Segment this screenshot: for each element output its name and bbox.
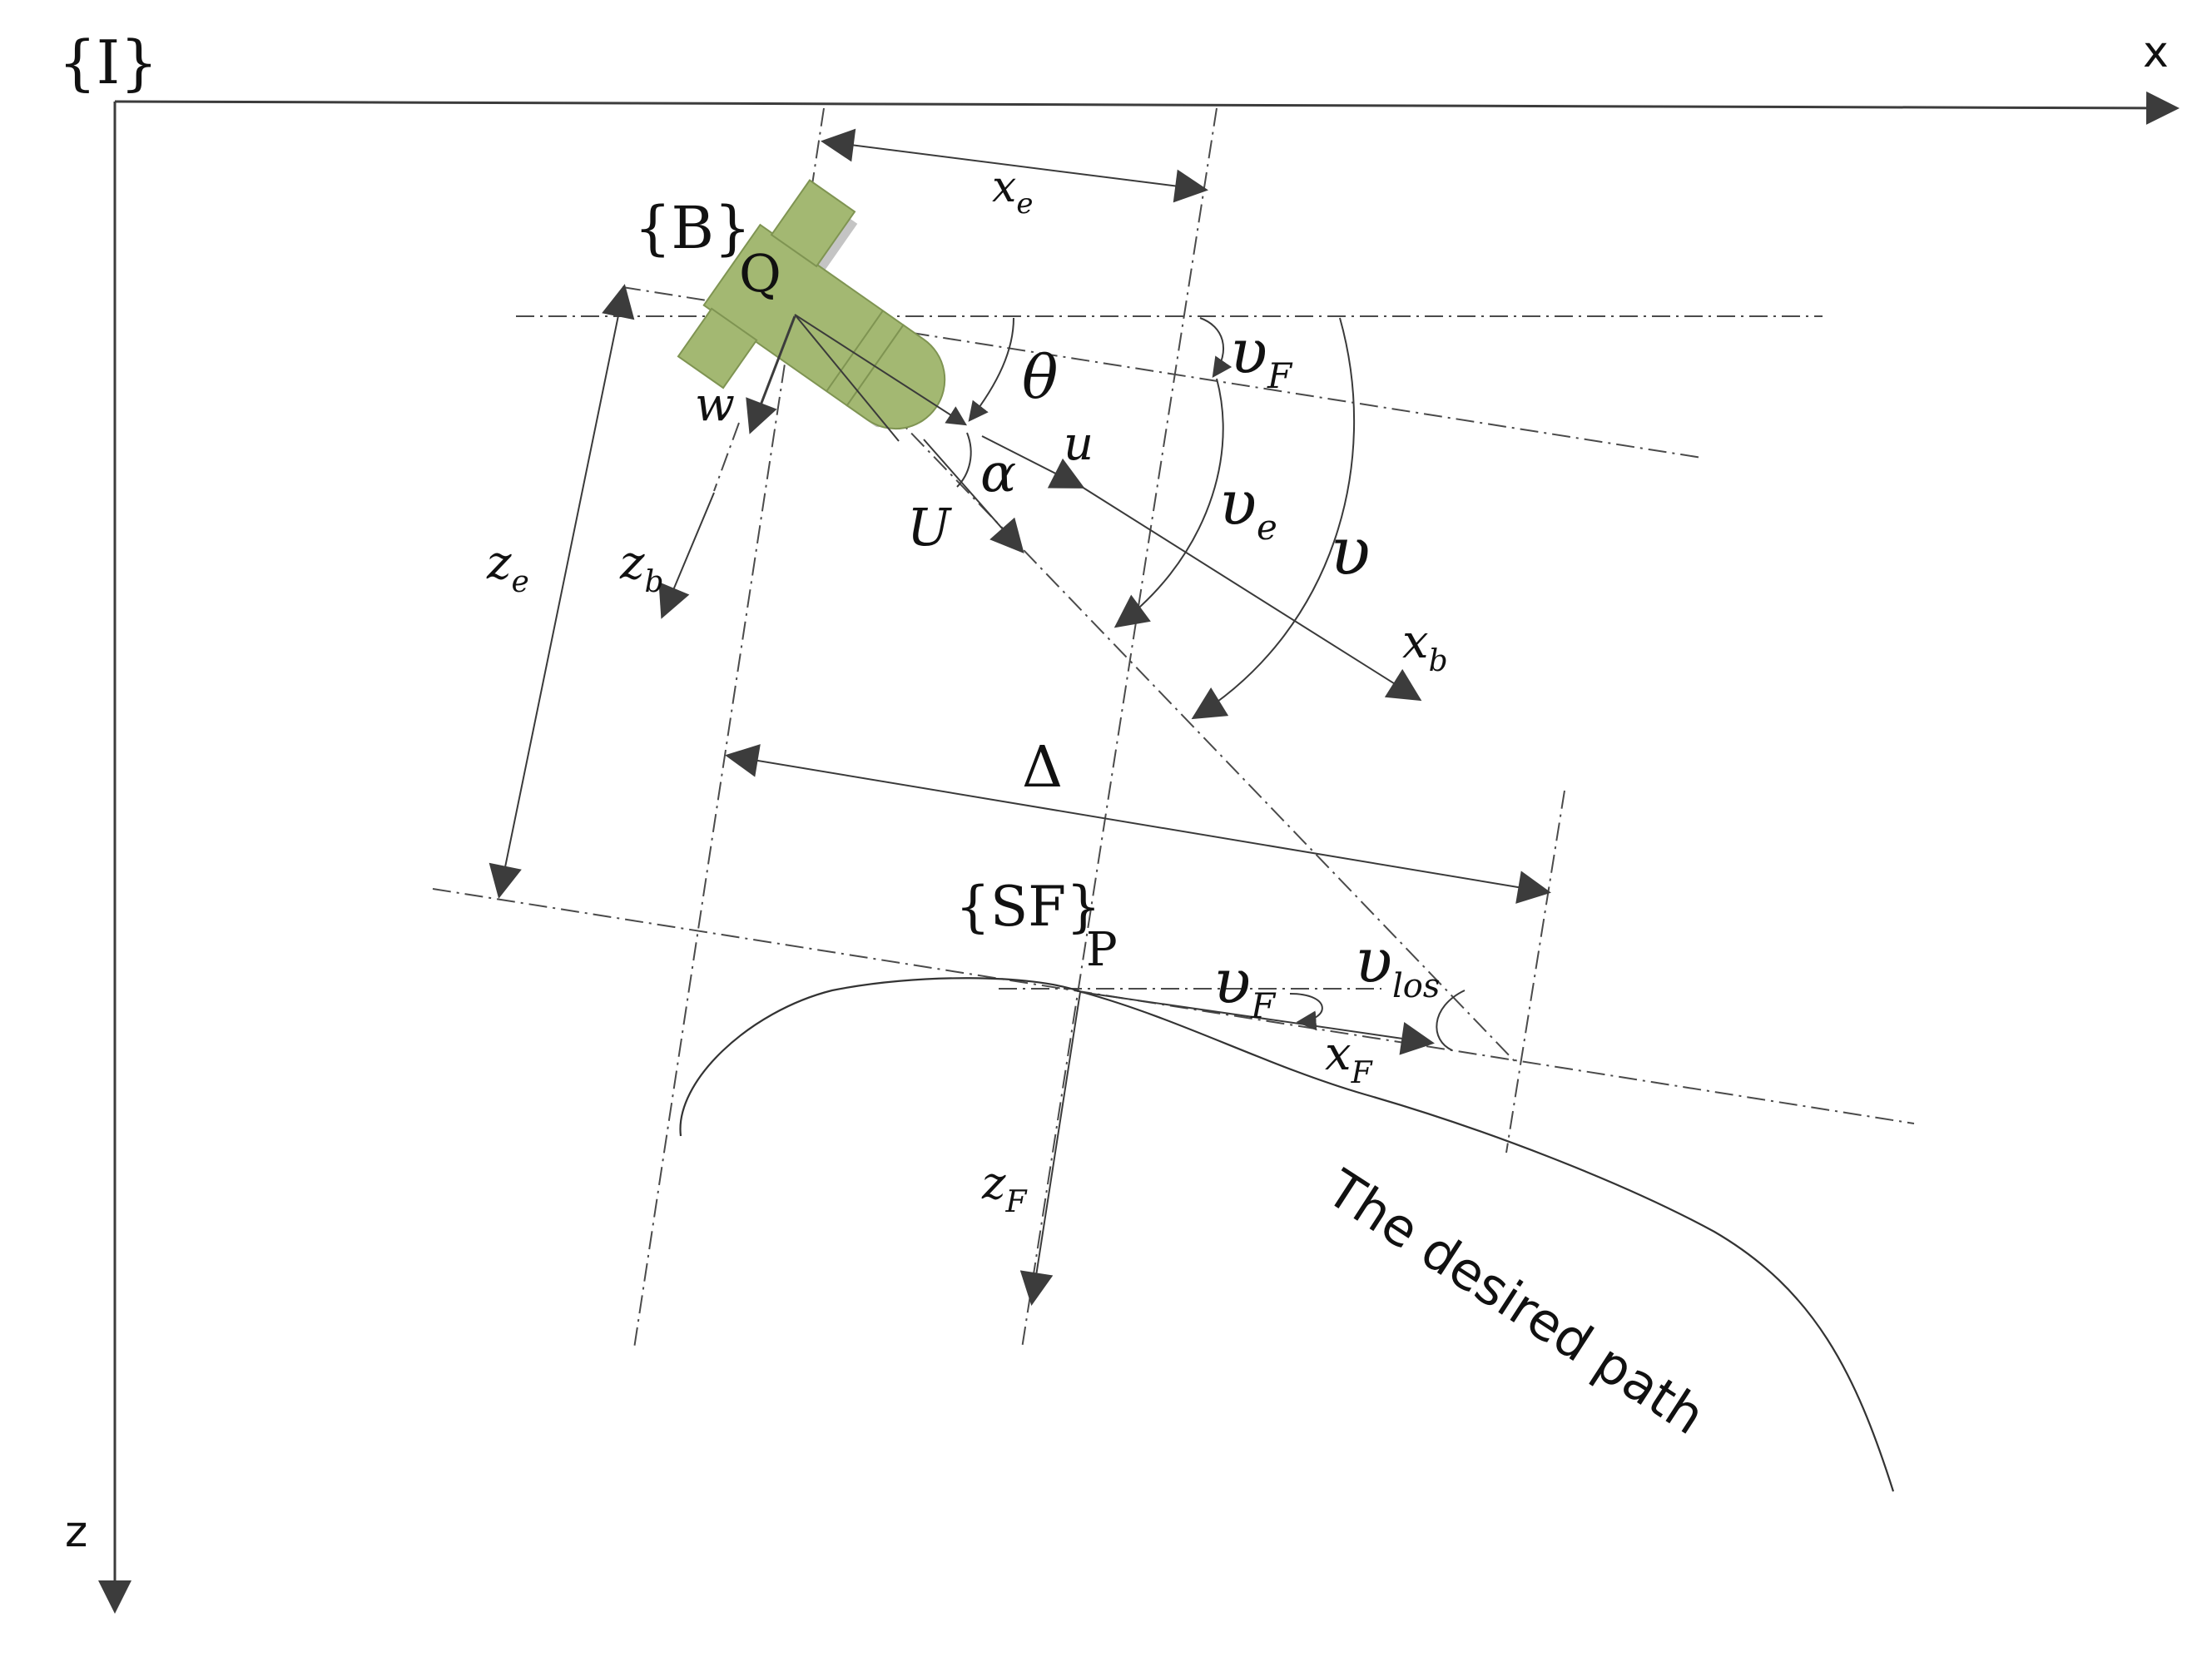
delta-label: Δ — [1022, 735, 1063, 801]
nulos-label: υlos — [1355, 925, 1440, 1005]
z-axis-label: z — [65, 1507, 87, 1557]
nue-label: υe — [1219, 468, 1277, 548]
body-frame-label: {B} — [634, 194, 751, 262]
zb-label: zb — [619, 536, 664, 599]
point-P-label: P — [1086, 923, 1118, 977]
desired-path-curve — [679, 977, 1895, 1492]
nulos-angle-arc — [1436, 990, 1466, 1051]
nuF-top-label: υF — [1230, 316, 1293, 396]
x-axis-label: x — [2143, 27, 2169, 77]
u-label: u — [1064, 417, 1094, 471]
nu-label: υ — [1330, 513, 1371, 590]
vehicle-nose — [846, 324, 946, 430]
theta-label: θ — [1022, 342, 1058, 412]
vehicle-panel-line — [826, 310, 884, 392]
nuF-bottom-angle-arc — [1289, 993, 1323, 1031]
theta-angle-arc — [968, 317, 1014, 422]
delta-dimension-arrow — [725, 744, 1551, 904]
inertial-frame-label: {I} — [58, 27, 158, 97]
w-velocity-arrow — [746, 315, 796, 434]
ray-inside-vehicle — [794, 314, 900, 442]
xb-label: xb — [1402, 615, 1448, 678]
zF-label: zF — [981, 1157, 1028, 1219]
alpha-label: α — [980, 443, 1016, 504]
nuF-bottom-label: υF — [1213, 946, 1277, 1026]
alpha-angle-arc — [956, 432, 972, 488]
u-velocity-arrow — [981, 435, 1085, 489]
U-velocity-arrow — [923, 439, 1024, 554]
vehicle-offset-line — [622, 286, 1703, 459]
xe-boundary-line — [1021, 107, 1218, 1349]
xe-label: xe — [992, 162, 1033, 221]
nue-angle-arc — [1113, 378, 1224, 628]
xe-dimension-arrow — [821, 128, 1208, 203]
ze-label: ze — [486, 536, 529, 599]
inertial-x-axis — [114, 91, 2180, 125]
ray-to-theta — [794, 314, 968, 426]
zb-axis-arrow — [658, 492, 715, 619]
w-label: w — [695, 378, 735, 432]
vehicle-fin-bottom — [677, 307, 758, 389]
U-label: U — [907, 497, 952, 558]
desired-path-caption: The desired path — [1316, 1158, 1715, 1446]
point-Q-label: Q — [739, 243, 781, 304]
xF-axis-arrow — [1079, 991, 1435, 1055]
body-x-axis-extension-line — [798, 315, 1515, 1062]
nu-angle-arc — [1191, 317, 1356, 720]
lookahead-boundary-line — [1505, 790, 1565, 1153]
sf-frame-label: {SF} — [955, 875, 1101, 939]
zF-axis-arrow — [1019, 991, 1081, 1306]
xF-label: xF — [1325, 1027, 1374, 1090]
nuF-top-angle-arc — [1199, 317, 1232, 378]
xb-axis-arrow — [1081, 486, 1422, 702]
ze-dimension-arrow — [489, 284, 635, 899]
zb-dash-extension — [713, 422, 740, 492]
